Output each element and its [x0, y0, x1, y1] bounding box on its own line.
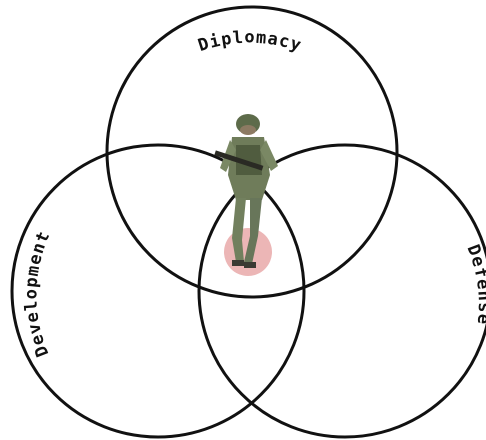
label-defense: Defense: [463, 242, 486, 326]
label-diplomacy: Diplomacy: [196, 28, 305, 56]
label-development: Development: [21, 228, 54, 360]
